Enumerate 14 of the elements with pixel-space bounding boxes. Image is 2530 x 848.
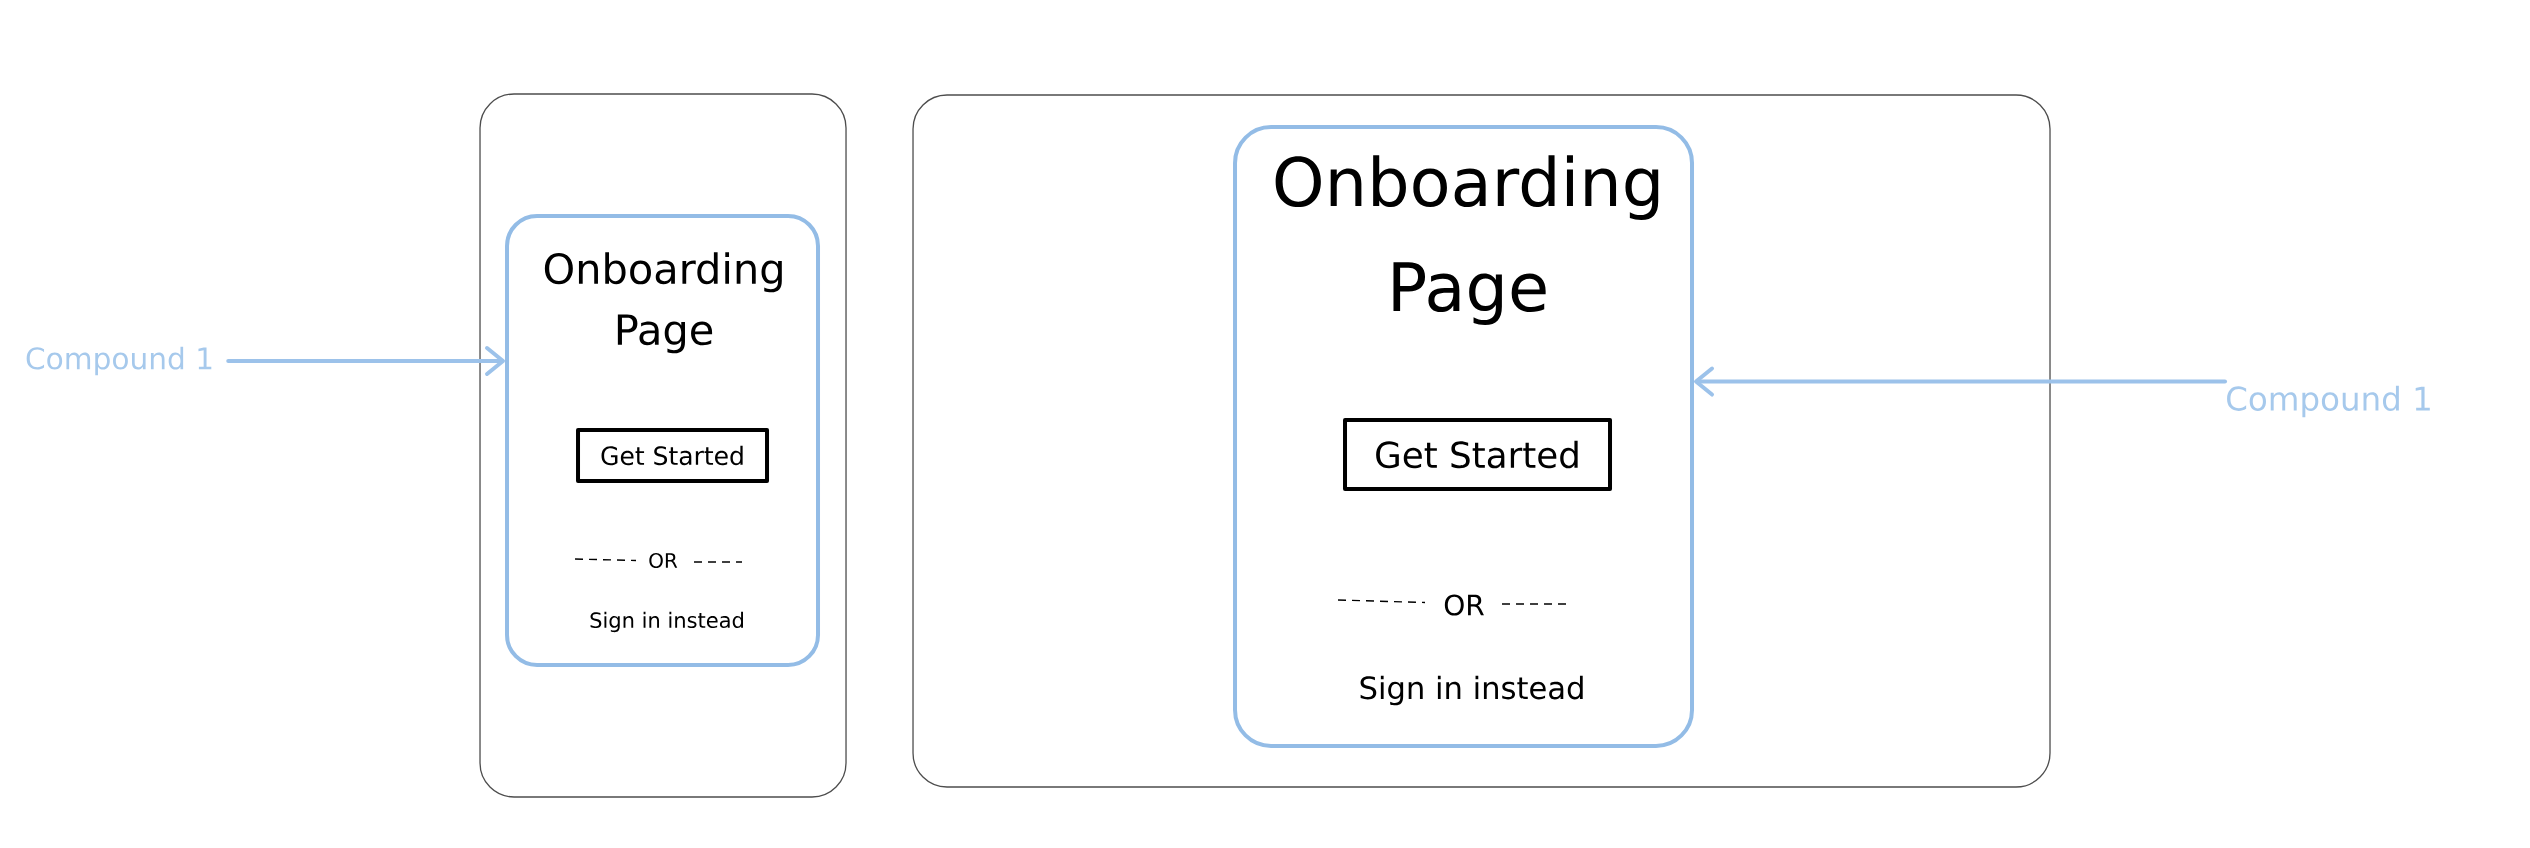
desktop-frame [912, 94, 2051, 788]
button: Get Started [576, 428, 769, 483]
arrow [226, 346, 505, 376]
phone-frame [479, 93, 847, 798]
button: Get Started [1343, 418, 1612, 491]
link-text: Sign in instead [590, 611, 743, 633]
heading: Onboarding Page [1275, 155, 1659, 326]
divider-label: OR [1444, 594, 1484, 616]
divider-label: OR [649, 552, 678, 569]
callout-label: Compound 1 [2227, 385, 2430, 418]
callout-label: Compound 1 [26, 346, 212, 376]
link-text: Sign in instead [1360, 675, 1583, 706]
heading: Onboarding Page [544, 252, 782, 354]
arrow [1694, 366, 2227, 397]
